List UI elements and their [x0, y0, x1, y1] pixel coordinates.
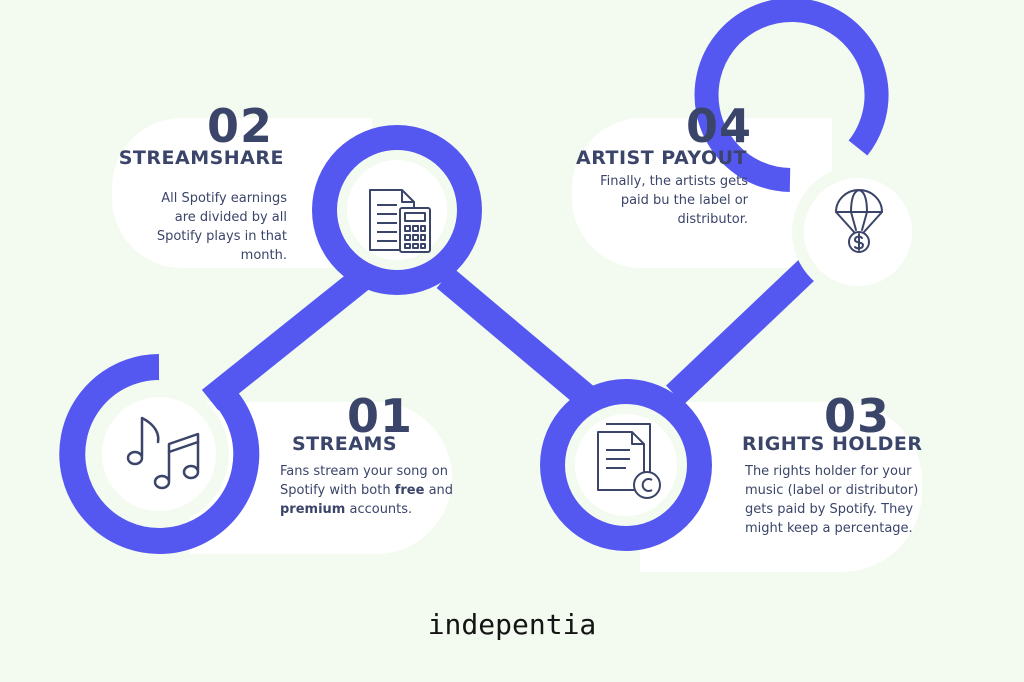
step-01-title: STREAMS: [292, 433, 398, 455]
connector-03-04: [666, 255, 821, 405]
calculator-document-icon: [369, 189, 431, 253]
connector-02-03: [436, 268, 599, 410]
step-04-text: Finally, the artists gets paid bu the la…: [600, 174, 748, 227]
copyright-document-icon: [597, 423, 661, 499]
step-01-text-free: free: [394, 483, 425, 498]
step-02-text: All Spotify earnings are divided by all …: [156, 191, 287, 263]
connector-01-02: [201, 269, 369, 411]
flow-track: [201, 255, 821, 411]
step-02-number: 02: [206, 99, 273, 153]
step-04-number: 04: [685, 99, 752, 153]
step-01-text-a: Fans stream your song on Spotify with bo…: [280, 464, 448, 498]
ring-01: [59, 354, 260, 554]
step-03-text: The rights holder for your music (label …: [745, 464, 919, 536]
ring-01-arc: [59, 354, 260, 554]
ring-04-arc: [694, 0, 889, 192]
step-01-text-d: accounts.: [345, 502, 413, 517]
music-notes-icon: [126, 416, 200, 490]
step-01-text-c: and: [424, 483, 454, 498]
step-03-title: RIGHTS HOLDER: [742, 433, 923, 455]
step-01-text: Fans stream your song on Spotify with bo…: [280, 462, 458, 519]
step-04-card: [572, 118, 832, 268]
step-04-title: ARTIST PAYOUT: [576, 147, 747, 169]
step-03-number: 03: [824, 389, 891, 443]
step-01-number: 01: [347, 389, 414, 443]
indepentia-logo: indepentia: [427, 608, 597, 641]
parachute-money-icon: [835, 189, 883, 253]
step-01-text-premium: premium: [280, 502, 346, 517]
step-02-title: STREAMSHARE: [118, 147, 284, 169]
